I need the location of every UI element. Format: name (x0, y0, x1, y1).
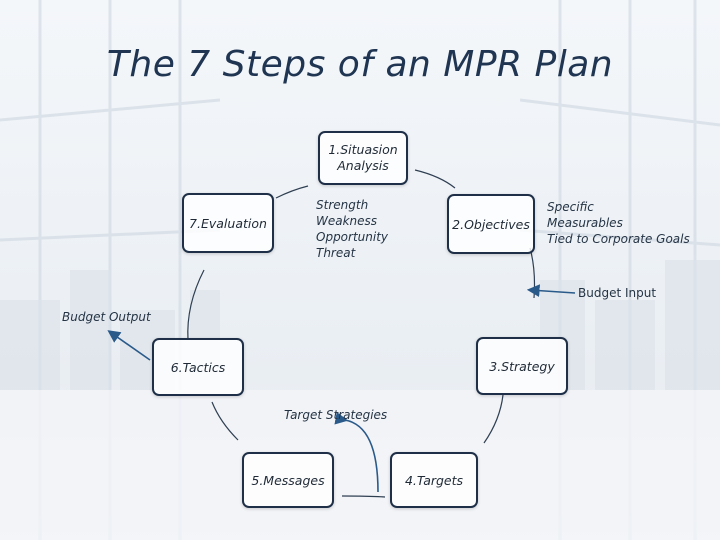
budget-input-label: Budget Input (578, 286, 657, 300)
step-2-label: 2.Objectives (452, 216, 530, 232)
step-1-line-2: Analysis (337, 158, 389, 173)
step-2-objectives-box: 2.Objectives (447, 194, 535, 254)
step-5-messages-box: 5.Messages (242, 452, 334, 508)
swot-weakness: Weakness (316, 214, 378, 228)
step-1-line-1: 1.Situasion (328, 142, 398, 157)
objectives-specific: Specific (547, 200, 594, 214)
step-7-label: 7.Evaluation (189, 215, 267, 231)
step-1-situation-analysis-box: 1.Situasion Analysis (318, 131, 408, 185)
swot-threat: Threat (316, 246, 356, 260)
step-4-targets-box: 4.Targets (390, 452, 478, 508)
swot-list: Strength Weakness Opportunity Threat (316, 197, 388, 261)
swot-strength: Strength (316, 198, 369, 212)
objectives-measurables: Measurables (547, 216, 623, 230)
step-3-label: 3.Strategy (489, 358, 555, 374)
page-title: The 7 Steps of an MPR Plan (106, 44, 614, 85)
step-3-strategy-box: 3.Strategy (476, 337, 568, 395)
step-7-evaluation-box: 7.Evaluation (182, 193, 274, 253)
objectives-detail-list: Specific Measurables Tied to Corporate G… (547, 199, 690, 247)
step-6-tactics-box: 6.Tactics (152, 338, 244, 396)
swot-opportunity: Opportunity (316, 230, 389, 244)
objectives-tied: Tied to Corporate Goals (547, 232, 690, 246)
step-5-label: 5.Messages (251, 472, 325, 488)
step-6-label: 6.Tactics (170, 359, 226, 375)
step-4-label: 4.Targets (404, 472, 464, 488)
target-strategies-label: Target Strategies (284, 408, 388, 422)
budget-output-label: Budget Output (62, 310, 151, 324)
